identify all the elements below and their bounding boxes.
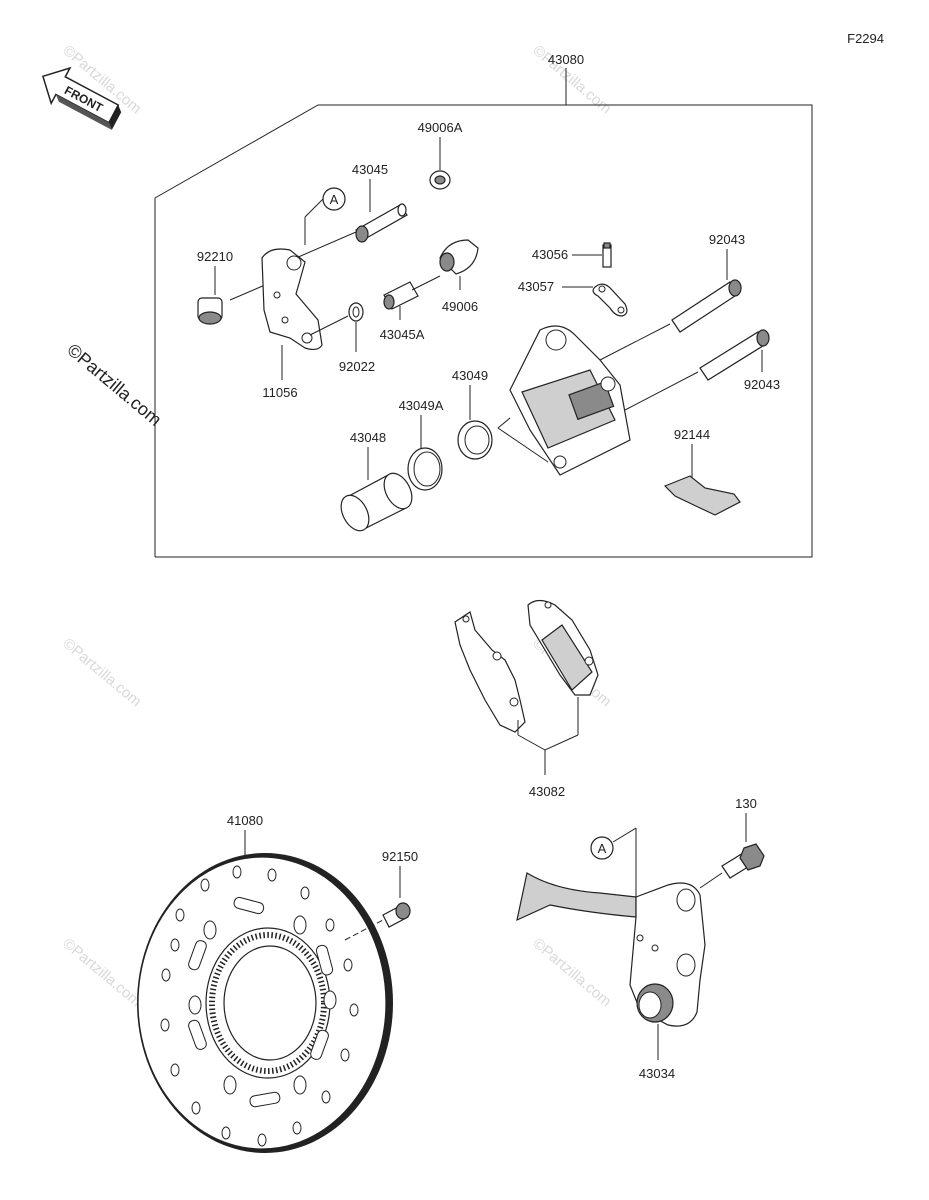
boot-49006: 49006 xyxy=(439,239,479,314)
bolt-92043-top: 92043 xyxy=(599,232,745,361)
callout-a-top: A xyxy=(304,187,346,245)
part-label-92144: 92144 xyxy=(674,427,710,442)
part-label-43049: 43049 xyxy=(452,368,488,383)
part-label-43048: 43048 xyxy=(350,430,386,445)
washer-92022: 92022 xyxy=(309,302,375,374)
bolt-130: 130 xyxy=(699,796,765,889)
bleed-cap-49006a: 49006A xyxy=(418,120,463,190)
part-label-43057: 43057 xyxy=(518,279,554,294)
part-label-92022: 92022 xyxy=(339,359,375,374)
part-label-43056: 43056 xyxy=(532,247,568,262)
watermark: ©Partzilla.com xyxy=(59,635,144,710)
part-label-92043-bottom: 92043 xyxy=(744,377,780,392)
seal-43049: 43049 xyxy=(452,368,493,460)
bolt-92043-bottom: 92043 xyxy=(624,329,780,411)
spring-43057: 43057 xyxy=(518,279,628,317)
diagram-id: F2294 xyxy=(847,31,884,46)
part-label-43034: 43034 xyxy=(639,1066,675,1081)
callout-a-bottom: A xyxy=(590,827,637,915)
bleeder-43056: 43056 xyxy=(532,242,612,268)
copyright-text: ©Partzilla.com xyxy=(63,340,165,430)
bracket-43034: 43034 xyxy=(516,872,706,1081)
caliper-body xyxy=(497,325,631,476)
pin-43045: 43045 xyxy=(295,162,408,259)
part-label-49006: 49006 xyxy=(442,299,478,314)
spring-92144: 92144 xyxy=(663,427,741,516)
caliper-assembly-frame: 43080 xyxy=(154,52,813,558)
part-label-92210: 92210 xyxy=(197,249,233,264)
bracket-11056: 11056 xyxy=(261,248,323,400)
bolt-92150: 92150 xyxy=(344,849,418,941)
watermarks: ©Partzilla.com ©Partzilla.com ©Partzilla… xyxy=(59,42,614,1010)
part-label-43080: 43080 xyxy=(548,52,584,67)
callout-letter: A xyxy=(330,192,339,207)
disc-holes xyxy=(160,865,359,1147)
part-label-92150: 92150 xyxy=(382,849,418,864)
part-label-130: 130 xyxy=(735,796,757,811)
part-label-43049a: 43049A xyxy=(399,398,444,413)
seal-43049a: 43049A xyxy=(399,398,444,491)
part-label-11056: 11056 xyxy=(262,385,297,400)
part-label-43082: 43082 xyxy=(529,784,565,799)
part-label-43045a: 43045A xyxy=(380,327,425,342)
part-label-49006a: 49006A xyxy=(418,120,463,135)
callout-letter: A xyxy=(598,841,607,856)
brake-disc-41080: 41080 xyxy=(137,813,393,1153)
watermark: ©Partzilla.com xyxy=(59,935,144,1010)
pads-43082: 43082 xyxy=(454,599,599,799)
watermark: ©Partzilla.com xyxy=(529,935,614,1010)
disc-slots xyxy=(188,896,334,1108)
part-label-92043-top: 92043 xyxy=(709,232,745,247)
boot-92210: 92210 xyxy=(197,249,266,325)
part-label-41080: 41080 xyxy=(227,813,263,828)
pin-43045a: 43045A xyxy=(380,275,441,342)
piston-43048: 43048 xyxy=(340,430,413,532)
part-label-43045: 43045 xyxy=(352,162,388,177)
